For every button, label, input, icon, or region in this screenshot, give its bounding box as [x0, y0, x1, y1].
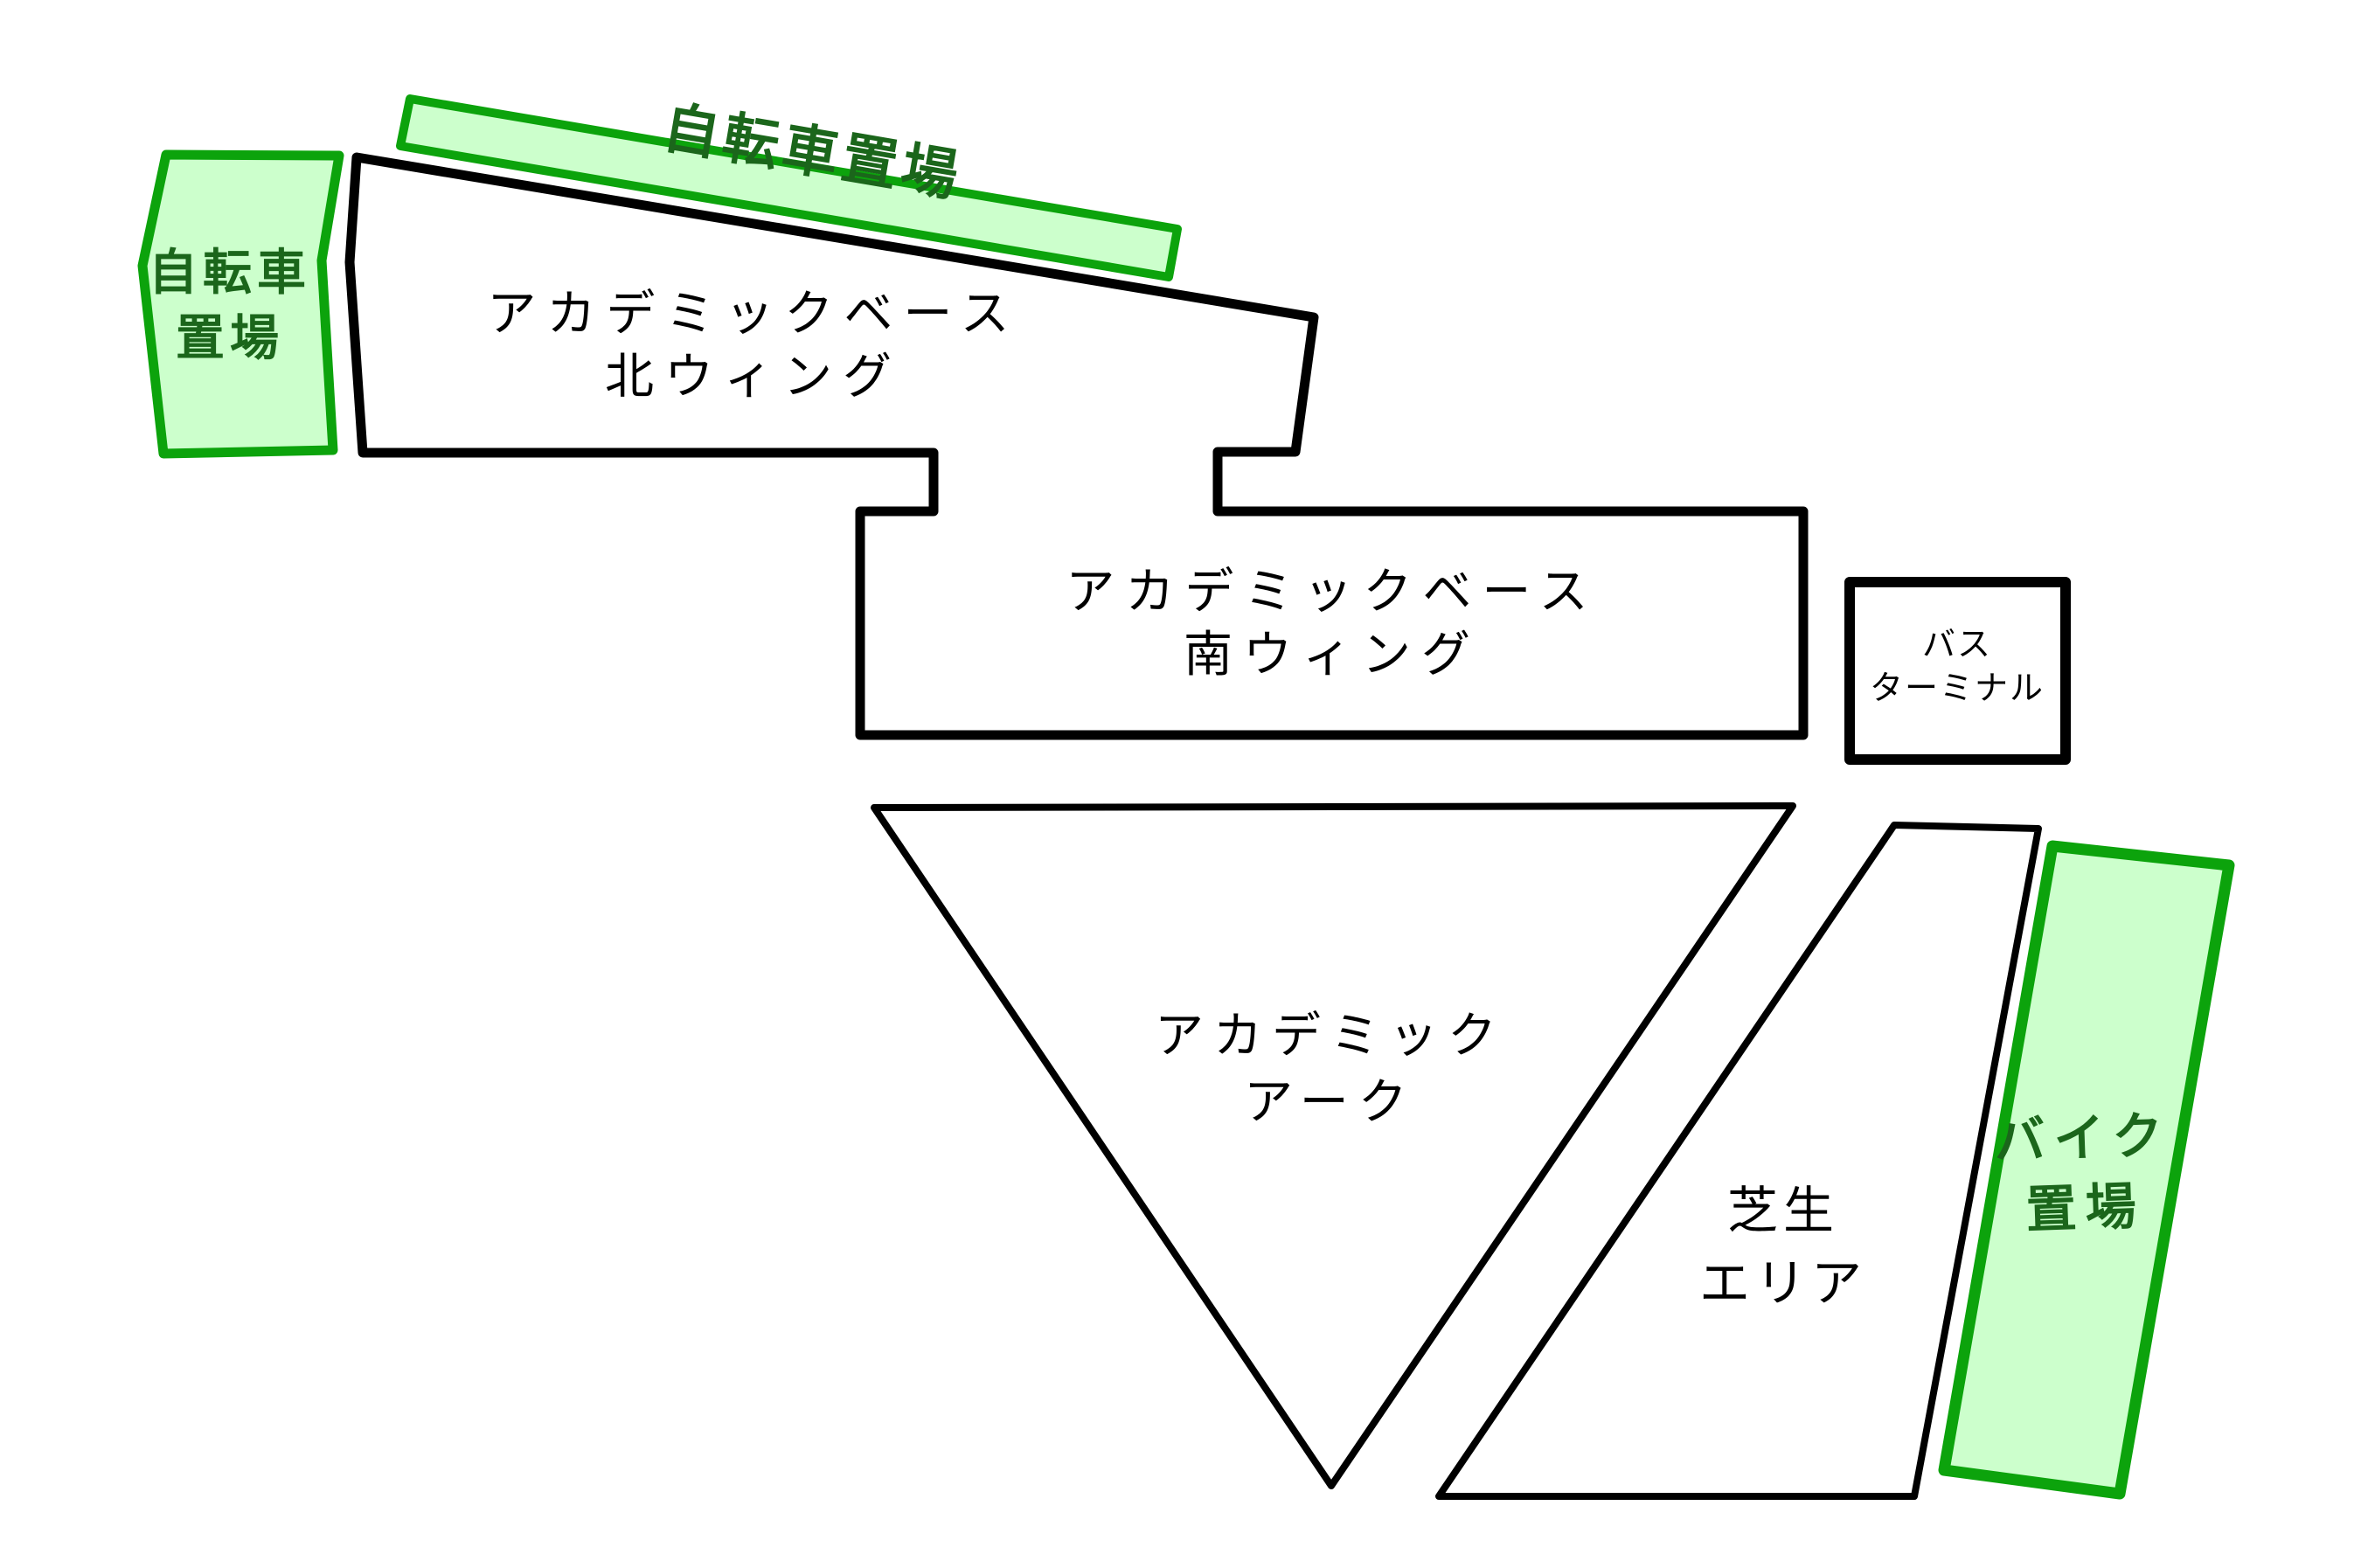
academic-arc-label-line2: アーク [1244, 1074, 1417, 1129]
bicycle-parking-left-label-line2: 置場 [176, 310, 284, 365]
bus-terminal-shape [1844, 577, 2071, 765]
academic-arc-shape [871, 802, 1796, 1489]
south-wing-label-line1: アカデミックベース [1066, 564, 1598, 619]
bike-parking-label-line1: バイク [1993, 1107, 2172, 1170]
academic-arc-label-line1: アカデミック [1155, 1008, 1506, 1063]
bicycle-parking-left-shape [137, 149, 344, 459]
north-wing-label-line2: 北ウィング [605, 349, 902, 404]
north-wing-label-line1: アカデミックベース [487, 286, 1019, 341]
lawn-area-shape [1435, 822, 2042, 1500]
south-wing-label-line2: 南ウィング [1184, 627, 1481, 682]
bus-terminal-label-line1: バス [1922, 627, 1992, 663]
bike-parking-label-line2: 置場 [2025, 1178, 2146, 1239]
bus-terminal-label-line2: ターミナル [1870, 670, 2045, 707]
bike-parking-label-group: バイク 置場 [1993, 1107, 2172, 1239]
lawn-area-label-line1: 芝生 [1727, 1183, 1839, 1239]
bike-parking-shape [1938, 840, 2235, 1500]
bicycle-parking-left-label-line1: 自転車 [149, 245, 311, 300]
lawn-area-label-line2: エリア [1699, 1255, 1867, 1312]
academic-base-wings-shape [344, 152, 1809, 740]
bicycle-parking-strip-shape [396, 94, 1182, 281]
